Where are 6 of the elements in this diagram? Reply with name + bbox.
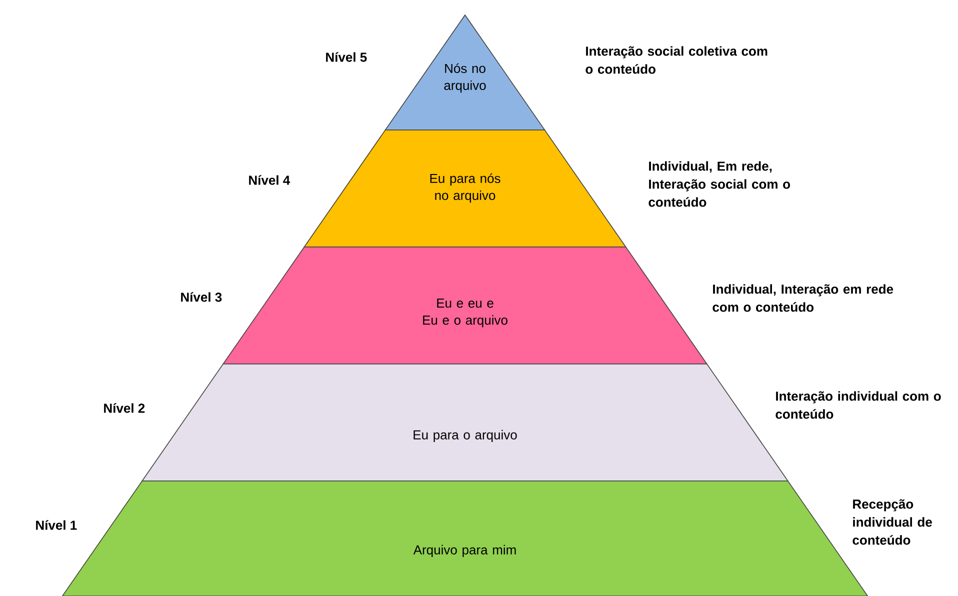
level-label: Nível 5 [326, 52, 367, 62]
level-description: Individual, Em rede, Interação social com o conteúdo [648, 161, 790, 207]
level-description: Interação social coletiva com o conteúdo [586, 46, 768, 74]
level-label: Nível 3 [181, 292, 222, 302]
level-label: Nível 4 [249, 175, 290, 185]
level-description: Individual, Interação em rede com o conteúdo [712, 284, 894, 312]
